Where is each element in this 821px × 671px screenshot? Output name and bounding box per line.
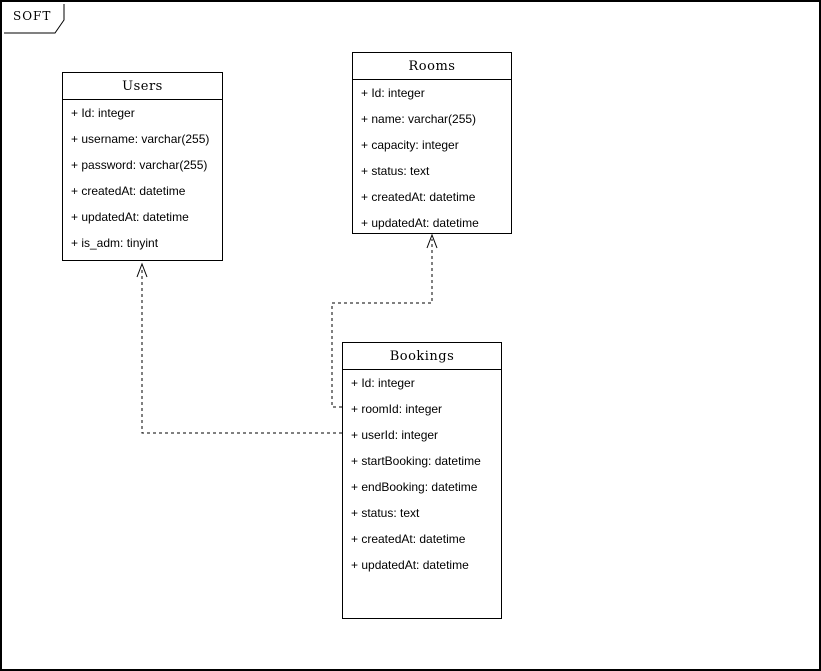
attribute-row: + is_adm: tinyint [71, 236, 159, 250]
entity-rooms-title: Rooms [353, 53, 511, 80]
attribute-row: + Id: integer [361, 86, 425, 100]
attribute-row: + createdAt: datetime [361, 190, 476, 204]
entity-bookings-title: Bookings [343, 343, 501, 370]
attribute-row: + roomId: integer [351, 402, 443, 416]
attribute-row: + password: varchar(255) [71, 158, 208, 172]
entity-rooms-attributes: + Id: integer + name: varchar(255) + cap… [353, 80, 511, 236]
attribute-row: + userId: integer [351, 428, 439, 442]
attribute-row: + updatedAt: datetime [71, 210, 189, 224]
entity-users[interactable]: Users + Id: integer + username: varchar(… [62, 72, 223, 261]
connector-bookings-rooms[interactable] [331, 233, 438, 408]
attribute-row: + createdAt: datetime [351, 532, 466, 546]
attribute-row: + createdAt: datetime [71, 184, 186, 198]
entity-rooms[interactable]: Rooms + Id: integer + name: varchar(255)… [352, 52, 512, 234]
arrowhead-to-users [136, 262, 148, 278]
frame-label: SOFT [13, 9, 52, 23]
attribute-row: + updatedAt: datetime [361, 216, 479, 230]
attribute-row: + name: varchar(255) [361, 112, 477, 126]
attribute-row: + Id: integer [71, 106, 135, 120]
entity-users-title: Users [63, 73, 222, 100]
entity-bookings[interactable]: Bookings + Id: integer + roomId: integer… [342, 342, 502, 619]
attribute-row: + endBooking: datetime [351, 480, 478, 494]
entity-bookings-attributes: + Id: integer + roomId: integer + userId… [343, 370, 501, 578]
frame-tab-outline [4, 4, 65, 34]
entity-users-attributes: + Id: integer + username: varchar(255) +… [63, 100, 222, 256]
attribute-row: + Id: integer [351, 376, 415, 390]
attribute-row: + username: varchar(255) [71, 132, 210, 146]
attribute-row: + capacity: integer [361, 138, 459, 152]
attribute-row: + status: text [361, 164, 430, 178]
attribute-row: + updatedAt: datetime [351, 558, 469, 572]
attribute-row: + startBooking: datetime [351, 454, 481, 468]
attribute-row: + status: text [351, 506, 420, 520]
connector-bookings-users[interactable] [136, 262, 342, 434]
arrowhead-to-rooms [426, 233, 438, 249]
